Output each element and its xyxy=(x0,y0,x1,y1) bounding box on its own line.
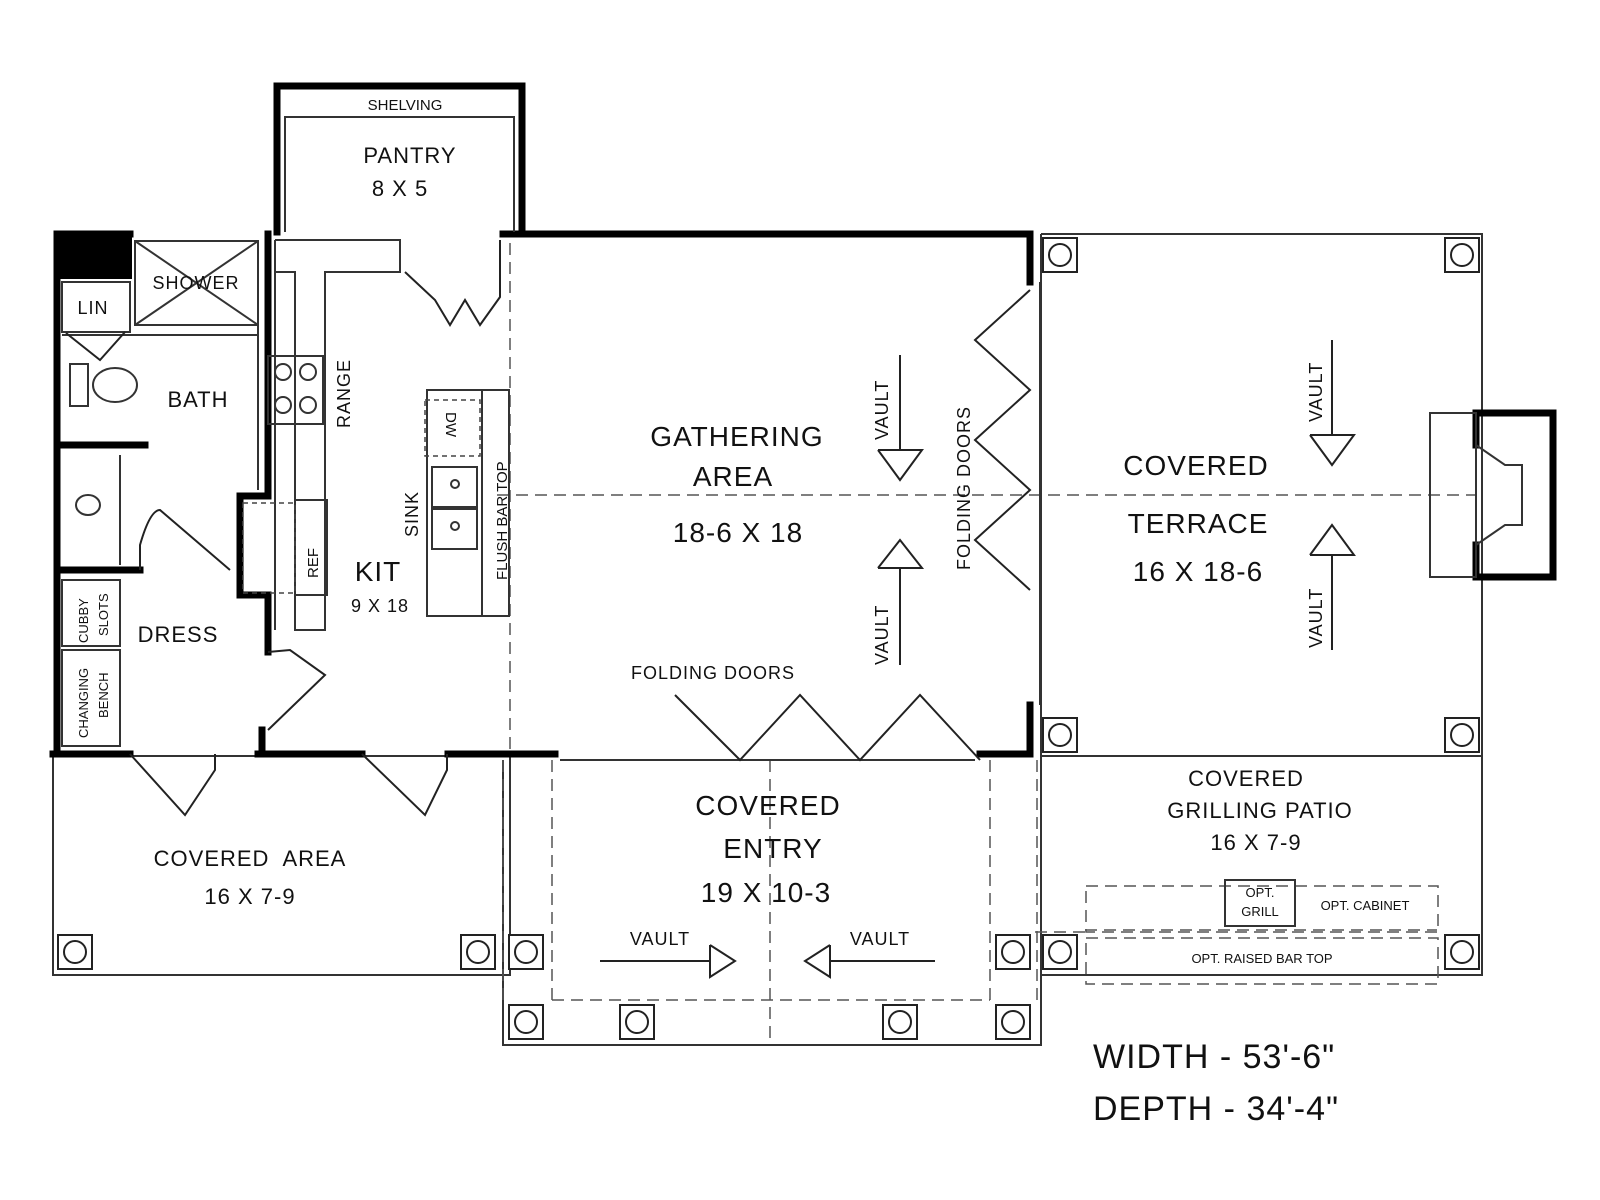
kit-size: 9 X 18 xyxy=(351,596,409,616)
terrace-size: 16 X 18-6 xyxy=(1133,556,1263,587)
gathering-label-2: AREA xyxy=(693,461,773,492)
vault-label-terrace-bottom: VAULT xyxy=(1306,588,1326,648)
dw-label: DW xyxy=(442,412,459,438)
opt-cabinet-label: OPT. CABINET xyxy=(1321,898,1410,913)
kit-label: KIT xyxy=(355,556,402,587)
opt-raised-bar-label: OPT. RAISED BAR TOP xyxy=(1191,951,1332,966)
flush-bar-label: FLUSH BAR TOP xyxy=(494,461,511,580)
covered-area-size: 16 X 7-9 xyxy=(204,884,295,909)
opt-grill-label-1: OPT. xyxy=(1246,885,1275,900)
dress-label: DRESS xyxy=(138,622,219,647)
interior-lines xyxy=(61,116,1523,761)
beam-lines xyxy=(497,243,1475,1045)
changing-label: CHANGING xyxy=(76,668,91,738)
shelving-label: SHELVING xyxy=(368,97,443,114)
vault-label-entry-left: VAULT xyxy=(630,929,690,949)
ref-label: REF xyxy=(305,548,322,578)
width-dimension: WIDTH - 53'-6" xyxy=(1093,1038,1335,1076)
shower-label: SHOWER xyxy=(153,273,240,293)
slots-label: SLOTS xyxy=(96,593,111,636)
vault-arrows xyxy=(600,340,1356,979)
exterior-walls xyxy=(49,82,1557,758)
bath-label: BATH xyxy=(167,387,228,412)
folding-doors-front-label: FOLDING DOORS xyxy=(631,663,795,683)
depth-dimension: DEPTH - 34'-4" xyxy=(1093,1090,1339,1128)
grilling-size: 16 X 7-9 xyxy=(1210,830,1301,855)
gathering-size: 18-6 X 18 xyxy=(673,517,803,548)
dishwasher xyxy=(424,399,481,457)
range-label: RANGE xyxy=(334,359,354,428)
refrigerator xyxy=(242,502,296,594)
terrace-label-1: COVERED xyxy=(1123,450,1268,481)
entry-label-2: ENTRY xyxy=(723,833,822,864)
cubby-label: CUBBY xyxy=(76,598,91,643)
folding-doors-side-label: FOLDING DOORS xyxy=(954,406,974,570)
vault-label-gathering-top: VAULT xyxy=(872,380,892,440)
lin-label: LIN xyxy=(77,298,108,318)
gathering-label-1: GATHERING xyxy=(650,421,823,452)
pantry-size: 8 X 5 xyxy=(372,176,428,201)
entry-size: 19 X 10-3 xyxy=(701,877,831,908)
vault-label-gathering-bottom: VAULT xyxy=(872,605,892,665)
grill-outline xyxy=(1224,879,1296,927)
entry-label-1: COVERED xyxy=(695,790,840,821)
pantry-label: PANTRY xyxy=(363,143,456,168)
sink-label: SINK xyxy=(402,491,422,537)
bench-label: BENCH xyxy=(96,672,111,718)
terrace-label-2: TERRACE xyxy=(1128,508,1269,539)
vault-label-entry-right: VAULT xyxy=(850,929,910,949)
covered-area-label: COVERED AREA xyxy=(154,846,347,871)
grilling-label-2: GRILLING PATIO xyxy=(1167,798,1353,823)
vault-label-terrace-top: VAULT xyxy=(1306,362,1326,422)
opt-grill-label-2: GRILL xyxy=(1241,904,1279,919)
doors xyxy=(65,240,1032,817)
grilling-label-1: COVERED xyxy=(1188,766,1304,791)
